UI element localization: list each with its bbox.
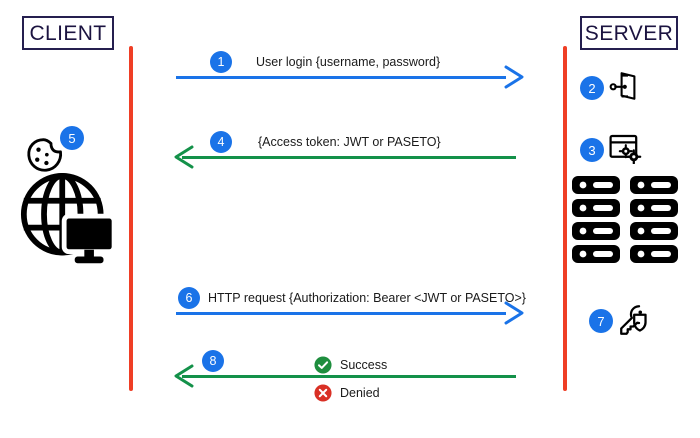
cookie-icon bbox=[27, 138, 63, 172]
arrowhead-left-8 bbox=[174, 364, 194, 388]
x-circle-icon bbox=[314, 384, 332, 402]
arrowhead-right-6 bbox=[504, 301, 524, 325]
server-actor-box: SERVER bbox=[580, 16, 678, 50]
message-line-4 bbox=[182, 156, 516, 159]
step-badge-1: 1 bbox=[210, 51, 232, 73]
door-login-icon bbox=[609, 72, 636, 100]
client-lifeline bbox=[129, 46, 133, 391]
message-1: 1 User login {username, password} bbox=[176, 48, 524, 89]
message-label-6: HTTP request {Authorization: Bearer <JWT… bbox=[208, 291, 526, 305]
message-label-4: {Access token: JWT or PASETO} bbox=[258, 135, 441, 149]
message-label-1: User login {username, password} bbox=[256, 55, 441, 69]
step-badge-7: 7 bbox=[589, 309, 613, 333]
server-actor-label: SERVER bbox=[584, 21, 674, 45]
message-4: 4 {Access token: JWT or PASETO} bbox=[172, 128, 522, 169]
globe-monitor-icon bbox=[20, 172, 116, 264]
step-badge-8: 8 bbox=[202, 350, 224, 372]
arrowhead-right-1 bbox=[504, 65, 524, 89]
step-badge-3: 3 bbox=[580, 138, 604, 162]
status-denied-row: Denied bbox=[314, 384, 380, 402]
client-icon-group: 5 bbox=[20, 122, 120, 270]
server-rack-icon bbox=[572, 176, 678, 263]
step-badge-6: 6 bbox=[178, 287, 200, 309]
message-8: 8 bbox=[172, 348, 522, 400]
step-badge-2: 2 bbox=[580, 76, 604, 100]
message-line-8 bbox=[182, 375, 516, 378]
message-6: 6 HTTP request {Authorization: Bearer <J… bbox=[176, 284, 526, 325]
message-line-6 bbox=[176, 312, 506, 315]
monitor-icon bbox=[61, 213, 116, 264]
step-badge-5: 5 bbox=[60, 126, 84, 150]
client-actor-box: CLIENT bbox=[22, 16, 114, 50]
status-success-row: Success bbox=[314, 356, 387, 374]
window-gears-icon bbox=[609, 134, 642, 164]
key-shield-icon bbox=[620, 305, 647, 335]
message-line-1 bbox=[176, 76, 506, 79]
arrowhead-left-4 bbox=[174, 145, 194, 169]
check-circle-icon bbox=[314, 356, 332, 374]
status-success-label: Success bbox=[340, 357, 388, 372]
client-actor-label: CLIENT bbox=[29, 21, 107, 45]
step-badge-4: 4 bbox=[210, 131, 232, 153]
server-lifeline bbox=[563, 46, 567, 391]
status-denied-label: Denied bbox=[340, 385, 380, 400]
